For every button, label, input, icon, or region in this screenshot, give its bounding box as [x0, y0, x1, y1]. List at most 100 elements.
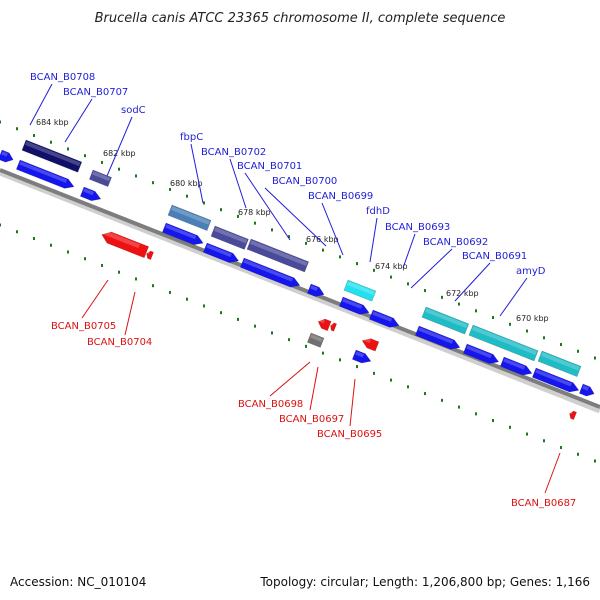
gene-bcan-b0698-box-shape — [307, 332, 325, 348]
cds-bcan-b0696-arrow-highlight — [363, 337, 371, 344]
cds-fbpc-arrow[interactable] — [162, 222, 205, 248]
cds-bcan-b0695-arrow-shape — [352, 349, 372, 364]
cds-sodc-arrow[interactable] — [80, 186, 102, 204]
cds-bcan-b0697-arrow-highlight — [319, 318, 325, 324]
cds-amyd-arrow[interactable] — [500, 356, 533, 378]
gene-bcan-b0691-box[interactable] — [468, 324, 539, 362]
tick-mark — [118, 167, 120, 171]
gene-bcan-b0698-box[interactable] — [307, 332, 325, 348]
tick-mark — [254, 324, 256, 328]
gene-bcan-b0692-box[interactable] — [421, 306, 470, 335]
cds-bcan-b0693-arrow[interactable] — [369, 309, 401, 330]
cds-plus-arrow[interactable] — [0, 149, 15, 164]
gene-fdhd-box[interactable] — [343, 279, 377, 302]
gene-bcan-b0692-box-highlight — [425, 308, 468, 329]
cds-bcan-b0701-arrow[interactable] — [240, 257, 301, 290]
kbp-label-682: 682 kbp — [103, 149, 136, 158]
tick-mark — [373, 371, 375, 375]
cds-bcan-b0697-arrow[interactable] — [316, 317, 332, 332]
tick-mark — [67, 250, 69, 254]
cds-edge-arrow[interactable] — [579, 383, 596, 398]
cds-bcan-b0708-arrow-highlight — [19, 161, 68, 183]
gene-label-bcan-b0708[interactable]: BCAN_B0708 — [30, 72, 95, 83]
gene-label-bcan-b0692[interactable]: BCAN_B0692 — [423, 237, 488, 248]
tick-mark — [322, 351, 324, 355]
gene-bcan-b0708-box[interactable] — [21, 139, 83, 173]
cds-bcan-b0689-arrow-highlight — [535, 369, 572, 387]
gene-label-amyd[interactable]: amyD — [516, 266, 546, 277]
gene-label-bcan-b0695[interactable]: BCAN_B0695 — [317, 429, 382, 440]
gene-label-fdhd[interactable]: fdhD — [366, 206, 390, 217]
gene-amyd-box[interactable] — [537, 350, 582, 377]
tick-mark — [169, 187, 171, 191]
cds-bcan-b0697b-arrow-shape — [330, 322, 337, 332]
gene-bcan-b0702-box-highlight — [214, 227, 248, 244]
kbp-label-670: 670 kbp — [516, 314, 549, 323]
gene-label-sodc[interactable]: sodC — [121, 105, 146, 116]
tick-mark — [67, 147, 69, 151]
gene-label-bcan-b0704[interactable]: BCAN_B0704 — [87, 337, 152, 348]
cds-edge-arrow-highlight — [582, 385, 589, 391]
gene-bcan-b0702-box[interactable] — [210, 225, 249, 250]
cds-bcan-b0704-arrow-highlight — [147, 251, 150, 255]
cds-bcan-b0705-arrow[interactable] — [100, 229, 149, 259]
cds-bcan-b0697b-arrow[interactable] — [329, 322, 337, 332]
tick-mark — [339, 255, 341, 259]
gene-label-fbpc[interactable]: fbpC — [180, 132, 203, 143]
tick-mark — [407, 282, 409, 286]
tick-mark — [560, 446, 562, 450]
gene-label-bcan-b0707[interactable]: BCAN_B0707 — [63, 87, 128, 98]
tick-mark — [373, 268, 375, 272]
kbp-label-680: 680 kbp — [170, 179, 203, 188]
cds-bcan-b0692-arrow[interactable] — [415, 325, 461, 352]
tick-mark — [118, 270, 120, 274]
gene-label-bcan-b0697[interactable]: BCAN_B0697 — [279, 414, 344, 425]
cds-bcan-b0687-arrow[interactable] — [568, 410, 577, 420]
cds-bcan-b0702-arrow[interactable] — [203, 242, 240, 266]
tick-mark — [339, 358, 341, 362]
gene-sodc-box[interactable] — [89, 169, 112, 187]
gene-label-bcan-b0699[interactable]: BCAN_B0699 — [308, 191, 373, 202]
tick-mark — [390, 378, 392, 382]
cds-fdhd-arrow[interactable] — [339, 296, 371, 317]
tick-mark — [169, 290, 171, 294]
gene-bcan-b0708-box-highlight — [25, 141, 81, 167]
gene-bcan-b0692-box-shape — [421, 306, 470, 335]
tick-mark — [135, 174, 137, 178]
tick-mark — [475, 412, 477, 416]
tick-tracks — [0, 120, 596, 463]
cds-bcan-b0704-arrow[interactable] — [145, 250, 154, 260]
cds-bcan-b0695-arrow[interactable] — [352, 349, 372, 366]
cds-bcan-b0702-arrow-highlight — [206, 244, 232, 258]
features — [0, 139, 596, 420]
gene-bcan-b0701-box[interactable] — [246, 238, 309, 273]
backbone — [0, 168, 600, 409]
tick-mark — [33, 133, 35, 137]
cds-edge-arrow-shape — [579, 383, 595, 397]
cds-bcan-b0687-arrow-highlight — [570, 411, 573, 415]
tick-mark — [305, 241, 307, 245]
tick-mark — [271, 331, 273, 335]
gene-label-bcan-b0691[interactable]: BCAN_B0691 — [462, 251, 527, 262]
gene-label-bcan-b0693[interactable]: BCAN_B0693 — [385, 222, 450, 233]
gene-label-bcan-b0698[interactable]: BCAN_B0698 — [238, 399, 303, 410]
gene-bcan-b0691-box-highlight — [472, 326, 537, 355]
gene-fbpc-box-highlight — [171, 206, 210, 225]
tick-mark — [16, 127, 18, 131]
cds-fbpc-arrow-shape — [162, 222, 204, 246]
gene-fbpc-box[interactable] — [167, 204, 212, 231]
gene-label-bcan-b0687[interactable]: BCAN_B0687 — [511, 498, 576, 509]
cds-bcan-b0691-arrow[interactable] — [463, 343, 500, 367]
cds-bcan-b0696-arrow[interactable] — [360, 336, 380, 352]
gene-label-bcan-b0701[interactable]: BCAN_B0701 — [237, 161, 302, 172]
gene-label-bcan-b0705[interactable]: BCAN_B0705 — [51, 321, 116, 332]
tick-mark — [509, 425, 511, 429]
kbp-label-674: 674 kbp — [375, 262, 408, 271]
gene-label-bcan-b0702[interactable]: BCAN_B0702 — [201, 147, 266, 158]
cds-plus-arrow-highlight — [1, 151, 8, 157]
cds-bcan-b0700-arrow[interactable] — [307, 283, 326, 299]
tick-mark — [203, 201, 205, 205]
cds-bcan-b0708-arrow[interactable] — [16, 159, 75, 191]
cds-bcan-b0689-arrow[interactable] — [532, 367, 580, 395]
gene-label-bcan-b0700[interactable]: BCAN_B0700 — [272, 176, 337, 187]
